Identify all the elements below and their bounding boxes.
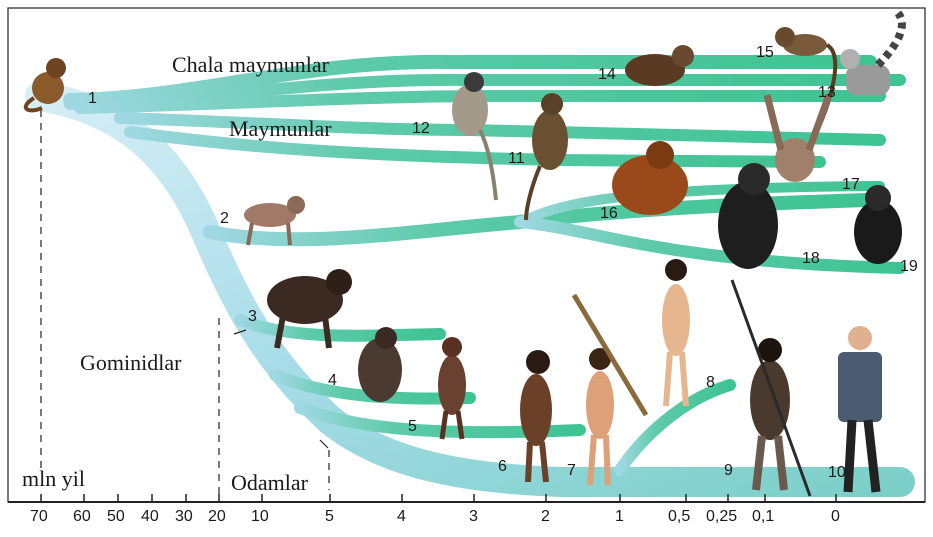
figure-number-9: 9 [724,462,733,480]
figure-number-13: 13 [818,84,836,102]
label-gominidlar: Gominidlar [80,350,181,376]
axis-unit-label: mln yil [22,466,85,492]
axis-tick-label: 40 [141,508,159,526]
axis-tick-label: 4 [397,508,406,526]
axis-tick-label: 1 [615,508,624,526]
human-figure-8 [662,259,690,406]
figure-number-17: 17 [842,176,860,194]
figure-number-4: 4 [328,372,337,390]
primate-figure-5 [438,337,466,439]
axis-tick-label: 50 [107,508,125,526]
primate-figure-18 [718,163,778,269]
axis-tick-label: 0,5 [668,508,690,526]
axis-tick-label: 0,25 [706,508,737,526]
figure-number-10: 10 [828,464,846,482]
label-chala-maymunlar: Chala maymunlar [172,52,329,78]
human-figure-6 [520,350,552,482]
axis-tick-label: 0 [831,508,840,526]
figure-number-19: 19 [900,258,918,276]
figure-number-8: 8 [706,374,715,392]
figure-number-2: 2 [220,210,229,228]
primate-figure-16 [612,141,688,215]
axis-tick-label: 20 [208,508,226,526]
odamlar-pointer [320,440,328,448]
axis-tick-label: 70 [30,508,48,526]
figure-number-15: 15 [756,44,774,62]
axis-tick-label: 5 [325,508,334,526]
human-figure-9 [732,280,810,496]
figure-number-5: 5 [408,418,417,436]
label-maymunlar: Maymunlar [229,116,332,142]
figure-number-11: 11 [508,150,525,168]
figure-number-1: 1 [88,90,97,108]
figure-number-6: 6 [498,458,507,476]
axis-tick-label: 3 [469,508,478,526]
figure-number-16: 16 [600,205,618,223]
axis-tick-label: 30 [175,508,193,526]
axis-tick-label: 10 [251,508,269,526]
figure-number-14: 14 [598,66,616,84]
figure-number-18: 18 [802,250,820,268]
axis-tick-label: 60 [73,508,91,526]
axis-tick-label: 2 [541,508,550,526]
figure-number-3: 3 [248,308,257,326]
figure-number-12: 12 [412,120,430,138]
axis-tick-label: 0,1 [752,508,774,526]
label-odamlar: Odamlar [231,470,308,496]
figure-number-7: 7 [567,462,576,480]
